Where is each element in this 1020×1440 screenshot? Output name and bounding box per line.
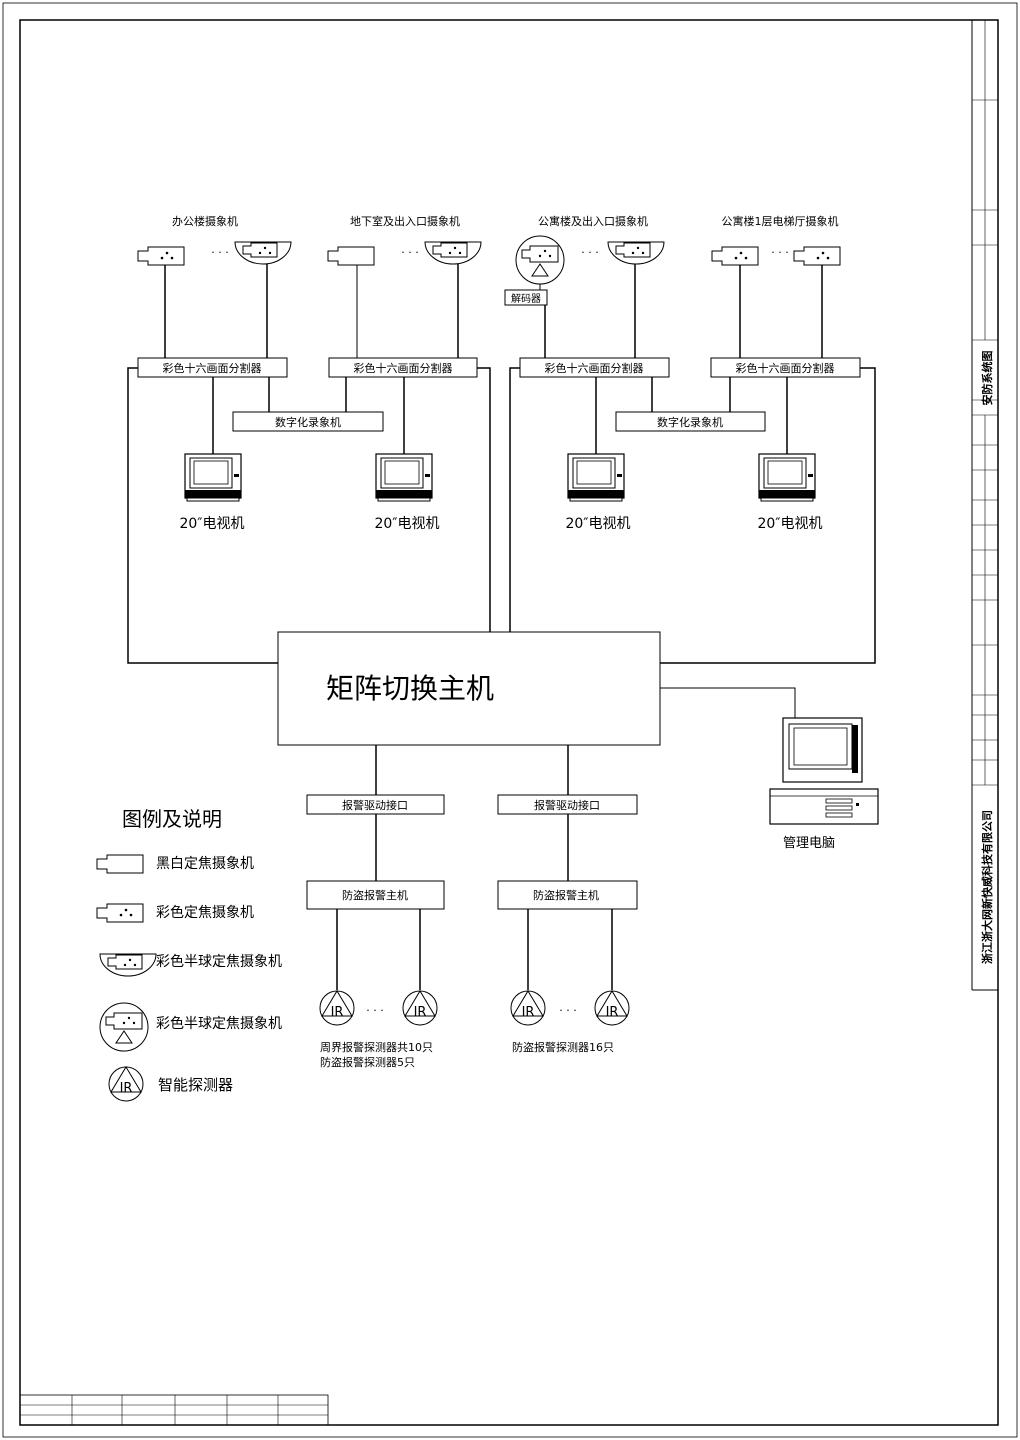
matrix-host-label: 矩阵切换主机	[326, 672, 494, 705]
legend: 图例及说明 黑白定焦摄象机 彩色定焦摄象机 彩色半球定焦摄象机 彩色半球定焦摄象…	[96, 807, 282, 1102]
alarm-wiring	[336, 745, 613, 990]
splitter-label: 彩色十六画面分割器	[163, 361, 262, 375]
drawing-name: 安防系统图	[980, 351, 994, 406]
video-wiring	[127, 367, 876, 664]
color-dome-camera-icon	[99, 953, 157, 977]
camera-group-label: 办公楼摄象机	[172, 214, 238, 228]
svg-text:IR: IR	[522, 1005, 535, 1020]
detector-note: 防盗报警探测器5只	[320, 1055, 415, 1069]
color-fixed-camera	[137, 246, 185, 266]
recorder-label: 数字化录象机	[657, 415, 723, 429]
recorder-box	[615, 411, 766, 432]
camera-ellipsis: · · ·	[581, 246, 598, 259]
legend-label: 彩色定焦摄象机	[156, 904, 254, 921]
tv-monitor-icon	[758, 453, 816, 502]
ir-detector-icon: IR	[594, 990, 630, 1026]
legend-label: 智能探测器	[158, 1076, 233, 1094]
monitor-label: 20″电视机	[565, 516, 630, 532]
recorder-box	[232, 411, 384, 432]
decoder-label: 解码器	[511, 292, 541, 305]
svg-text:IR: IR	[606, 1005, 619, 1020]
camera-group-label: 公寓楼及出入口摄象机	[538, 214, 648, 228]
monitor-label: 20″电视机	[757, 516, 822, 532]
decoder-box	[504, 289, 548, 306]
camera-ellipsis: · · ·	[401, 246, 418, 259]
color-fixed-camera	[711, 246, 759, 266]
alarm-host-label: 防盗报警主机	[342, 888, 408, 902]
svg-text:IR: IR	[331, 1005, 344, 1020]
splitter-label: 彩色十六画面分割器	[545, 361, 644, 375]
splitter-label: 彩色十六画面分割器	[354, 361, 453, 375]
title-block: 安防系统图 浙江浙大网新快威科技有限公司	[971, 20, 998, 991]
computer-label: 管理电脑	[783, 836, 835, 851]
detector-ellipsis: · · ·	[366, 1004, 383, 1017]
bw-fixed-camera	[327, 246, 375, 266]
legend-label: 黑白定焦摄象机	[156, 856, 254, 872]
camera-ellipsis: · · ·	[211, 246, 228, 259]
ir-detector-icon: IR	[319, 990, 355, 1026]
alarm-interface-label: 报警驱动接口	[342, 798, 408, 812]
matrix-host-box	[277, 631, 661, 746]
monitor-label: 20″电视机	[179, 516, 244, 532]
detector-note: 防盗报警探测器16只	[512, 1040, 614, 1054]
ir-detector-legend-icon: IR	[108, 1066, 144, 1102]
tv-monitor-icon	[375, 453, 433, 502]
revision-table	[19, 1394, 329, 1426]
recorder-label: 数字化录象机	[275, 415, 341, 429]
detector-note: 周界报警探测器共10只	[320, 1040, 433, 1054]
tv-monitor-icon	[567, 453, 625, 502]
company-name: 浙江浙大网新快威科技有限公司	[980, 810, 994, 964]
ir-detector-icon: IR	[402, 990, 438, 1026]
alarm-interface-box	[497, 794, 638, 815]
legend-label: 彩色半球定焦摄象机	[156, 1015, 282, 1032]
management-computer-icon	[660, 687, 879, 825]
camera-group-label: 公寓楼1层电梯厅摄象机	[722, 214, 839, 228]
camera-connections	[164, 264, 823, 358]
bw-fixed-camera-icon	[96, 854, 144, 874]
color-dome-camera	[607, 241, 665, 265]
alarm-host-box	[497, 880, 638, 910]
alarm-interface-box	[306, 794, 445, 815]
ir-detector-icon: IR	[510, 990, 546, 1026]
camera-ellipsis: · · ·	[771, 246, 788, 259]
detector-ellipsis: · · ·	[559, 1004, 576, 1017]
color-fixed-camera-icon	[96, 903, 144, 923]
alarm-host-box	[306, 880, 445, 910]
color-fixed-camera	[793, 246, 841, 266]
camera-group-label: 地下室及出入口摄象机	[350, 214, 460, 228]
legend-title: 图例及说明	[122, 807, 222, 831]
splitter-label: 彩色十六画面分割器	[736, 361, 835, 375]
alarm-interface-label: 报警驱动接口	[534, 798, 600, 812]
color-dome-camera	[424, 241, 482, 265]
svg-text:IR: IR	[414, 1005, 427, 1020]
tv-monitor-icon	[184, 453, 242, 502]
color-sphere-camera-icon	[99, 1002, 149, 1052]
monitor-label: 20″电视机	[374, 516, 439, 532]
color-sphere-camera	[515, 235, 565, 285]
alarm-host-label: 防盗报警主机	[533, 888, 599, 902]
sheet-border-inner	[19, 19, 999, 1426]
svg-text:IR: IR	[120, 1081, 133, 1096]
color-dome-camera	[234, 241, 292, 265]
legend-label: 彩色半球定焦摄象机	[156, 953, 282, 970]
